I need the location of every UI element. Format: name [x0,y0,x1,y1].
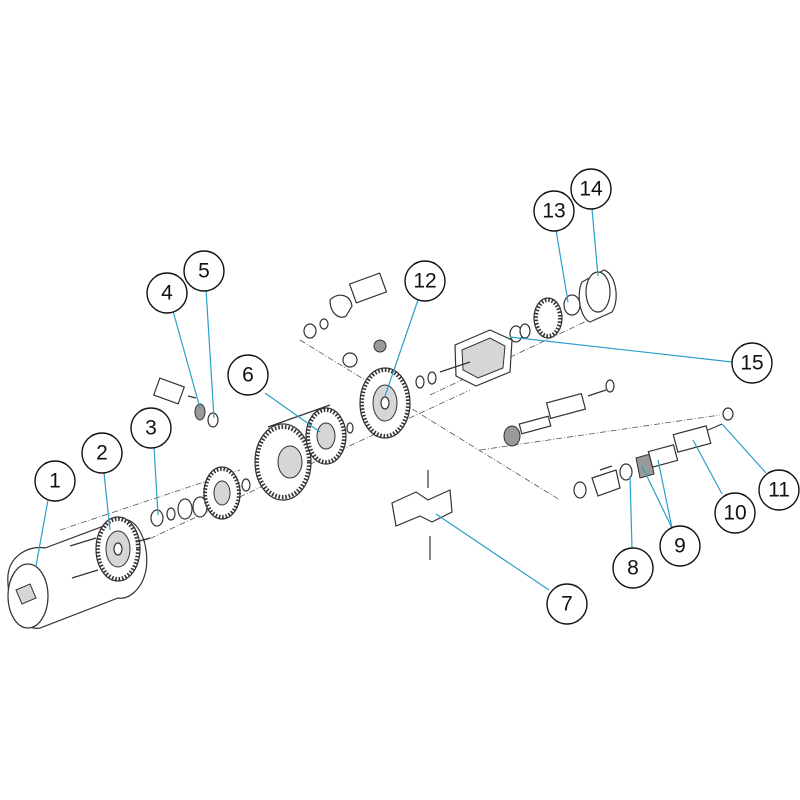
ring-gear [359,367,411,439]
motor-housing [439,323,531,387]
callout-1: 1 [34,460,76,502]
callout-3: 3 [130,407,172,449]
callout-label-10: 10 [723,502,746,525]
callout-label-2: 2 [96,442,108,465]
callout-15: 15 [731,342,773,384]
mounting-bracket [391,470,453,560]
callout-label-13: 13 [542,200,565,223]
end-cap-assembly [533,269,617,339]
lower-shaft-assembly [573,407,734,499]
callout-5: 5 [183,250,225,292]
leader-lines [35,208,767,591]
callout-14: 14 [570,168,612,210]
callout-7: 7 [546,583,588,625]
callout-label-12: 12 [413,270,436,293]
bearing-washers [150,496,208,527]
upper-small-parts [303,272,437,389]
callout-label-11: 11 [768,479,790,502]
callout-2: 2 [81,432,123,474]
callout-label-4: 4 [161,282,173,305]
callout-4: 4 [146,272,188,314]
callout-11: 11 [758,469,800,511]
small-shaft-assembly [152,377,219,428]
callout-label-6: 6 [242,364,254,387]
gear-6 [305,407,354,465]
intermediate-gear [203,466,241,520]
gear-housing [241,404,331,501]
callout-13: 13 [533,190,575,232]
callout-label-5: 5 [198,260,210,283]
callout-6: 6 [227,354,269,396]
callout-10: 10 [714,492,756,534]
callout-label-9: 9 [674,535,686,558]
callout-label-14: 14 [579,178,603,201]
callout-9: 9 [659,525,701,567]
callout-label-15: 15 [740,352,763,375]
callout-8: 8 [612,547,654,589]
callout-label-3: 3 [145,417,157,440]
drive-wheel-gear [95,516,141,582]
screws-left [69,537,151,579]
callout-label-8: 8 [627,557,639,580]
callout-label-7: 7 [561,593,573,616]
callout-12: 12 [404,260,446,302]
middle-shaft [503,379,615,447]
callout-label-1: 1 [49,470,61,493]
